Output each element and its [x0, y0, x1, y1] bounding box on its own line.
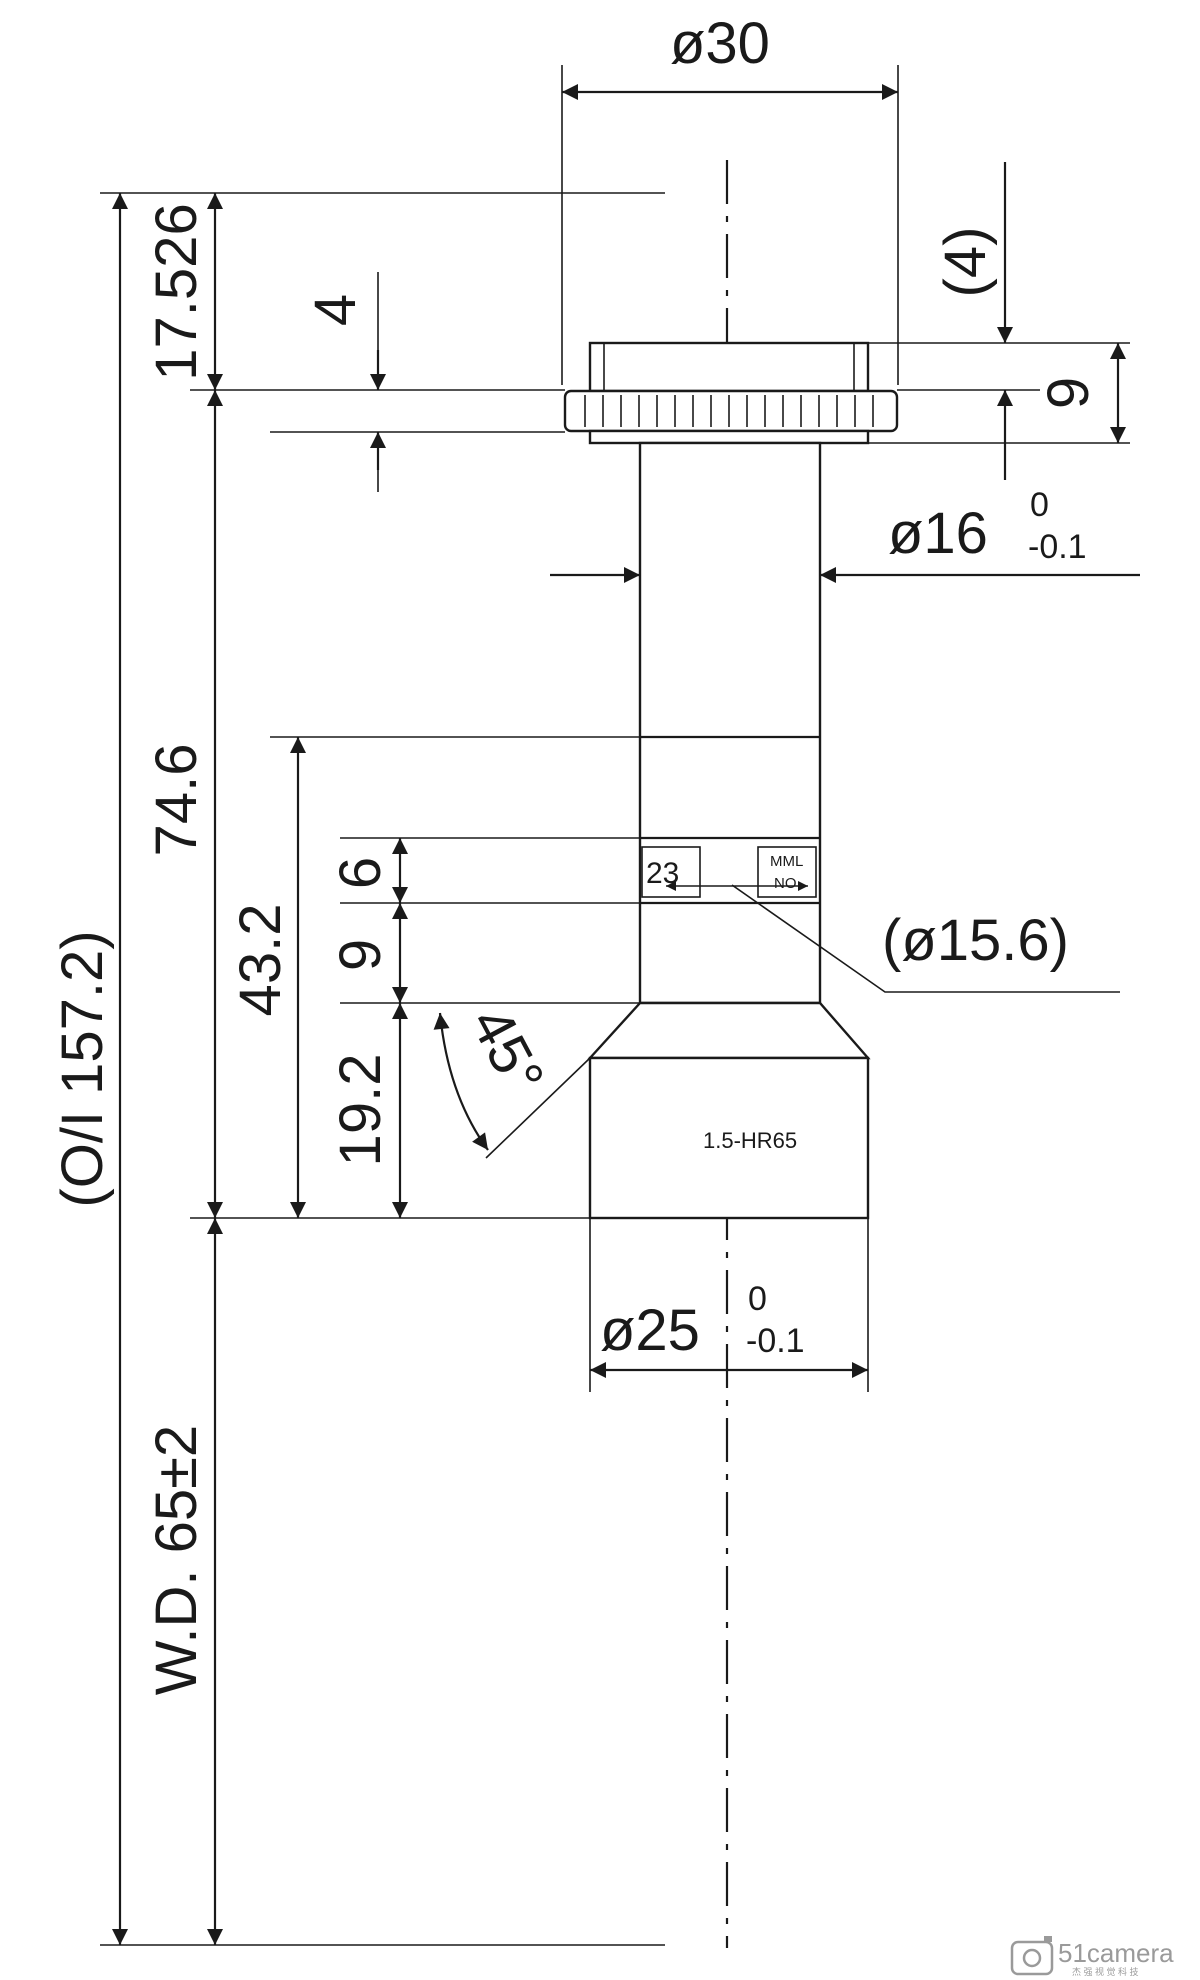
ring-diameter-label: (ø15.6) [882, 908, 1069, 973]
mount-height-label: 9 [1036, 377, 1101, 409]
working-distance-label: W.D. 65±2 [144, 1425, 209, 1695]
dim-chamfer-angle: 45° [433, 997, 591, 1159]
model-label: 1.5-HR65 [703, 1128, 797, 1153]
dim-ring-diameter: (ø15.6) [731, 884, 1120, 993]
chamfer-angle-label: 45° [458, 997, 557, 1105]
ring-mark-left-box [641, 846, 701, 898]
dim-thread-length: 4 [303, 272, 386, 492]
knurl-lines [584, 395, 874, 427]
front-tol-lower: -0.1 [746, 1322, 805, 1360]
thread-length-label: 4 [303, 294, 368, 326]
thread-depth-label: (4) [933, 227, 998, 298]
watermark-logo: 51camera 杰 强 视 觉 科 技 [1010, 1936, 1174, 1977]
dim-object-to-image: (O/I 157.2) [50, 193, 128, 1945]
watermark-sub: 杰 强 视 觉 科 技 [1072, 1966, 1139, 1977]
dim-top-offset: 17.526 [144, 193, 223, 390]
total-length-label: 74.6 [144, 744, 209, 857]
barrel-diameter-label: ø16 [888, 501, 988, 566]
front-diameter-label: ø25 [600, 1298, 700, 1363]
dim-front-diameter: ø25 0 -0.1 [589, 1218, 869, 1392]
dim-top-diameter: ø30 [561, 11, 899, 385]
mount-rim [588, 341, 870, 393]
knurled-ring [563, 389, 899, 433]
watermark-brand: 51camera [1058, 1938, 1174, 1968]
ring-width-label: 6 [328, 857, 393, 889]
cone-length-label: 19.2 [328, 1054, 393, 1167]
ring-mark-right-bottom: NO [774, 875, 797, 892]
front-tol-upper: 0 [748, 1280, 767, 1318]
ring-gap-label: 9 [328, 939, 393, 971]
front-length-label: 43.2 [228, 904, 293, 1017]
ring-mark-right-box [757, 846, 817, 898]
top-diameter-label: ø30 [670, 11, 770, 76]
barrel [638, 441, 822, 1005]
barrel-tol-lower: -0.1 [1028, 528, 1087, 566]
dim-total-length: 74.6 [144, 390, 223, 1218]
dim-barrel-diameter: ø16 0 -0.1 [550, 486, 1140, 583]
front-cone [587, 1001, 871, 1060]
front-section [588, 1056, 870, 1220]
dim-front-length: 43.2 [228, 737, 306, 1218]
object-to-image-label: (O/I 157.2) [50, 930, 115, 1207]
ring-mark-right-top: MML [770, 853, 803, 870]
barrel-tol-upper: 0 [1030, 486, 1049, 524]
ring-mark-left: 23 [646, 857, 679, 890]
lens-body: 23 MML NO 1.5-HR65 [563, 341, 899, 1220]
dim-ring-stack: 6 9 19.2 [328, 838, 408, 1218]
dim-right-mount: (4) 9 [868, 162, 1130, 480]
top-offset-label: 17.526 [144, 203, 209, 380]
dim-working-distance: W.D. 65±2 [144, 1218, 223, 1945]
